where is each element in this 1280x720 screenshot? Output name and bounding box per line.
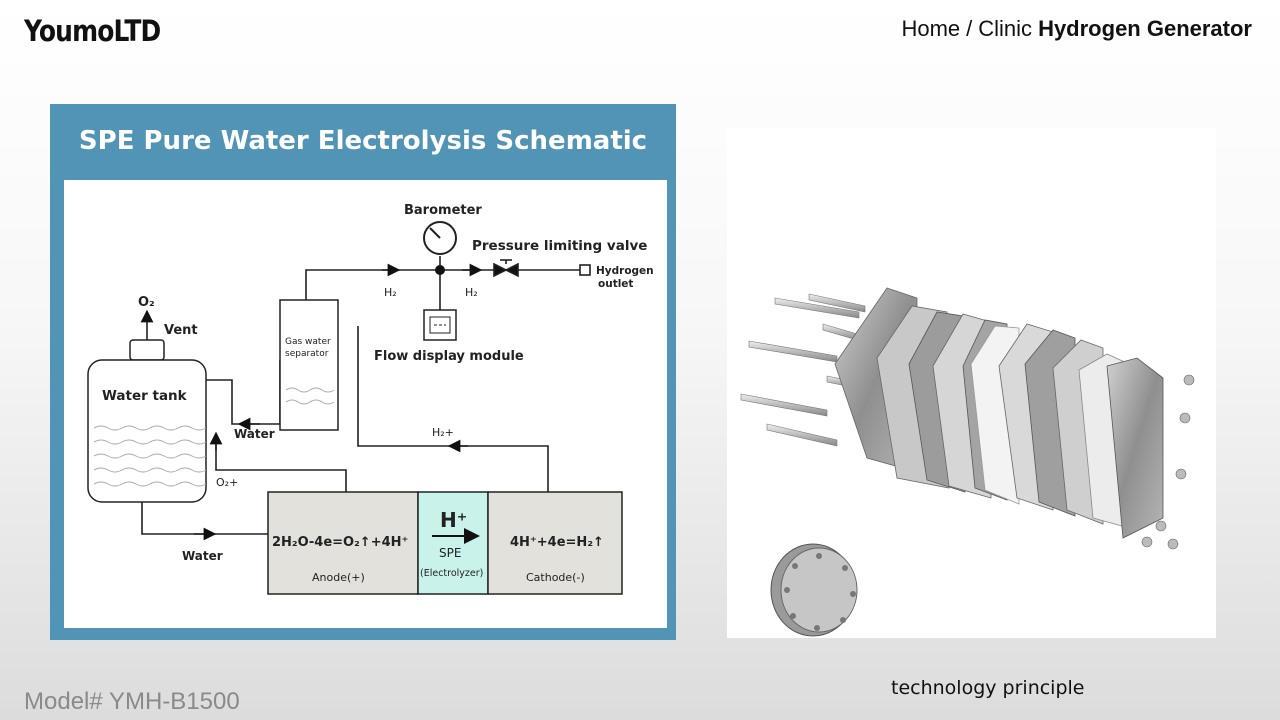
cathode-cell	[487, 491, 623, 595]
bottom-water-pipe	[141, 502, 268, 535]
water-feed-pipe	[206, 379, 280, 425]
gas-separator-label-2: separator	[285, 349, 329, 359]
gas-separator-label-1: Gas water	[285, 337, 331, 347]
cathode-label: Cathode(-)	[526, 571, 585, 584]
breadcrumb-separator: /	[966, 16, 973, 41]
water-lower-label: Water	[182, 549, 223, 563]
h2-left-label: H₂	[384, 286, 397, 299]
o2-return-pipe	[215, 436, 347, 492]
h2-right-label: H₂	[465, 286, 478, 299]
h2-pipe	[305, 269, 584, 300]
schematic-title: SPE Pure Water Electrolysis Schematic	[78, 126, 648, 156]
water-tank-label: Water tank	[102, 388, 188, 404]
breadcrumb-section[interactable]: Clinic	[978, 16, 1033, 41]
barometer-label: Barometer	[404, 203, 482, 218]
water-tank	[87, 359, 207, 503]
flow-display-label: Flow display module	[374, 349, 524, 364]
image-caption: technology principle	[891, 677, 1085, 699]
model-number: Model# YMH-B1500	[24, 688, 240, 715]
schematic-canvas: Barometer Pressure limiting valve Hydrog…	[64, 180, 667, 628]
pressure-valve-label: Pressure limiting valve	[472, 238, 647, 254]
spe-label: SPE	[439, 546, 461, 560]
hydrogen-outlet-label-1: Hydrogen	[596, 265, 654, 277]
product-image-panel	[727, 128, 1216, 638]
electrolyzer-label: (Electrolyzer)	[420, 568, 483, 579]
h2-plus-label: H₂+	[432, 426, 454, 439]
o2-label: O₂	[138, 295, 155, 310]
anode-formula: 2H₂O-4e=O₂↑+4H⁺	[272, 535, 408, 550]
electrolysis-diagram: Barometer Pressure limiting valve Hydrog…	[87, 203, 654, 595]
brand-logo[interactable]: YoumoLTD	[24, 14, 161, 48]
pipe-junction	[435, 265, 445, 275]
vent-cap	[129, 339, 165, 361]
breadcrumb-current: Hydrogen Generator	[1038, 16, 1252, 41]
water-upper-label: Water	[234, 427, 275, 441]
o2-plus-label: O₂+	[216, 476, 238, 489]
breadcrumb-home[interactable]: Home	[901, 16, 961, 41]
schematic-figure: SPE Pure Water Electrolysis Schematic	[50, 104, 676, 640]
cathode-formula: 4H⁺+4e=H₂↑	[510, 535, 604, 550]
anode-label: Anode(+)	[312, 571, 365, 584]
vent-label: Vent	[164, 323, 198, 338]
hydrogen-outlet-port	[579, 264, 591, 276]
exploded-electrolyzer-stack-image	[740, 287, 1195, 637]
gas-water-separator	[279, 299, 339, 431]
hydrogen-outlet-label-2: outlet	[598, 278, 633, 290]
h-plus-label: H⁺	[440, 508, 467, 532]
valve-symbol	[493, 262, 519, 278]
